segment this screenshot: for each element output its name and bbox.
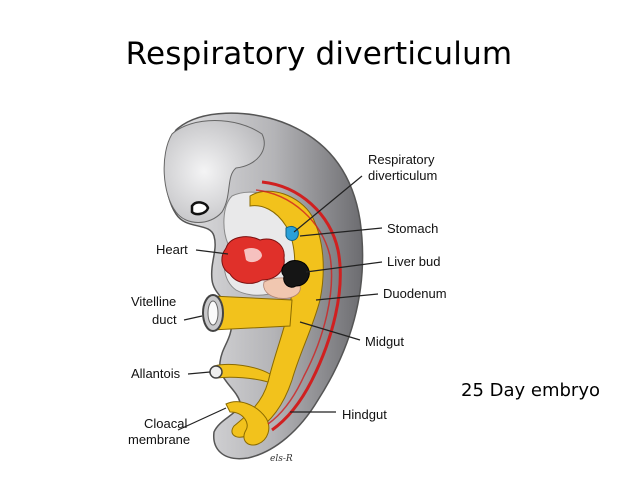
label-stomach: Stomach (387, 221, 438, 236)
dorsal-aorta (261, 180, 342, 432)
slide-title: Respiratory diverticulum (125, 36, 513, 72)
label-allantois: Allantois (131, 366, 181, 381)
label-vitelline-duct-line1: Vitelline (131, 294, 176, 309)
allantois (213, 363, 271, 383)
label-vitelline-duct-line2: duct (152, 312, 177, 327)
label-duodenum: Duodenum (383, 286, 447, 301)
label-liver-bud: Liver bud (387, 254, 440, 269)
stomach (285, 225, 299, 241)
otic-pit (190, 201, 210, 216)
hindgut-tract (225, 401, 270, 446)
embryo-age-caption: 25 Day embryo (461, 380, 600, 401)
label-heart: Heart (156, 242, 188, 257)
artist-signature: els-R (270, 454, 293, 464)
label-respiratory-diverticulum-line2: diverticulum (368, 168, 437, 183)
liver-bud (281, 260, 310, 288)
label-cloacal-membrane-line2: membrane (128, 432, 190, 447)
head-region (163, 120, 265, 223)
label-midgut: Midgut (365, 334, 404, 349)
label-hindgut: Hindgut (342, 407, 387, 422)
label-respiratory-diverticulum-line1: Respiratory (368, 152, 435, 167)
leader-lines (177, 175, 383, 431)
label-cloacal-membrane-line1: Cloacal (144, 416, 187, 431)
